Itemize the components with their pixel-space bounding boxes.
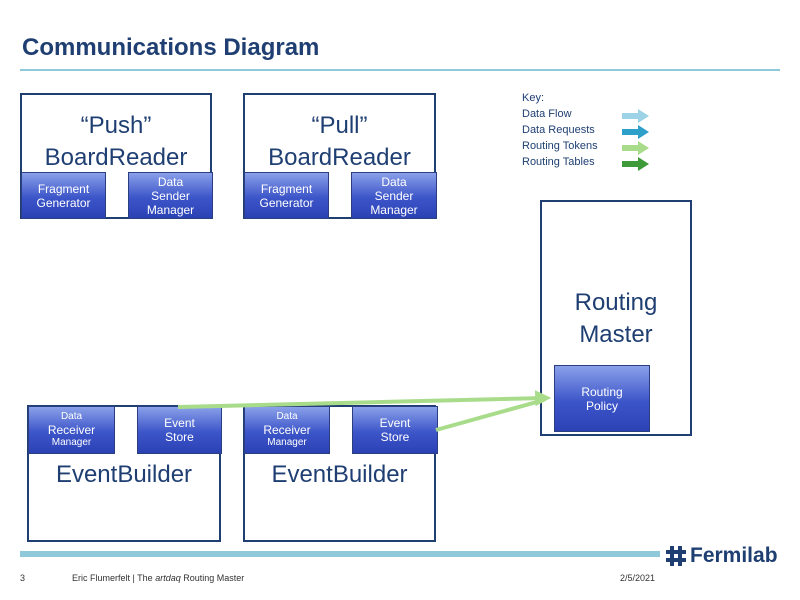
footer-author: Eric Flumerfelt | The: [72, 573, 156, 583]
footer-credit: Eric Flumerfelt | The artdaq Routing Mas…: [72, 573, 244, 583]
pull-data-sender-manager-line3: Manager: [370, 202, 418, 217]
fermilab-mark-icon: [666, 546, 686, 566]
pull-boardreader-box: “Pull” BoardReader Fragment Generator Da…: [243, 93, 437, 219]
push-fragment-generator: Fragment Generator: [21, 172, 106, 219]
push-boardreader-title-line2: BoardReader: [44, 144, 188, 171]
push-data-sender-manager-line3: Manager: [146, 202, 195, 217]
key-arrow-data-requests-icon: [622, 125, 649, 139]
eventbuilder-1-drm-line1: Data: [60, 411, 83, 422]
pull-boardreader-title-line1: “Pull”: [311, 112, 368, 139]
routing-policy: Routing Policy: [554, 365, 650, 432]
key-label-data-flow: Data Flow: [522, 108, 572, 120]
eventbuilder-1-event-store-line1: Event: [164, 416, 195, 430]
pull-fragment-generator: Fragment Generator: [244, 172, 329, 219]
footer-divider: [20, 551, 660, 557]
eventbuilder-2-drm-line1: Data: [276, 411, 298, 422]
routing-policy-line1: Routing: [581, 384, 623, 399]
routing-master-title-line1: Routing: [574, 289, 658, 316]
footer-page-number: 3: [20, 573, 26, 583]
routing-master-title-line2: Master: [579, 321, 653, 348]
eventbuilder-2-event-store: Event Store: [352, 406, 438, 454]
key-arrow-routing-tables-icon: [622, 157, 649, 171]
eventbuilder-2-box: Data Receiver Manager Event Store EventB…: [243, 405, 438, 542]
push-fragment-generator-line1: Fragment: [37, 181, 90, 196]
routing-master-box: Routing Master Routing Policy: [540, 200, 692, 436]
fermilab-logo-text: Fermilab: [690, 544, 778, 567]
key-label-routing-tokens: Routing Tokens: [522, 140, 598, 152]
eventbuilder-1-drm-line2: Receiver: [47, 423, 96, 437]
key-label-data-requests: Data Requests: [522, 124, 595, 136]
eventbuilder-2-drm-line3: Manager: [267, 437, 307, 448]
pull-data-sender-manager: Data Sender Manager: [351, 172, 437, 219]
token-arrow-eventbuilder-1: [177, 390, 552, 409]
title-divider: [20, 69, 780, 71]
eventbuilder-2-event-store-line2: Store: [380, 430, 410, 444]
pull-data-sender-manager-line2: Sender: [374, 188, 414, 203]
footer-rest: Routing Master: [180, 573, 245, 583]
eventbuilder-1-box: Data Receiver Manager Event Store EventB…: [27, 405, 222, 542]
key-heading: Key:: [522, 92, 545, 104]
fermilab-logo: Fermilab: [666, 544, 778, 568]
pull-boardreader-title-line2: BoardReader: [268, 144, 411, 171]
pull-fragment-generator-line1: Fragment: [260, 181, 313, 196]
page-title: Communications Diagram: [22, 34, 320, 61]
eventbuilder-1-data-receiver-manager: Data Receiver Manager: [28, 406, 115, 454]
eventbuilder-1-drm-line3: Manager: [51, 437, 92, 448]
push-fragment-generator-line2: Generator: [36, 195, 91, 210]
push-data-sender-manager-line1: Data: [157, 174, 184, 189]
eventbuilder-1-event-store-line2: Store: [165, 430, 194, 444]
eventbuilder-2-drm-line2: Receiver: [263, 423, 311, 437]
footer-artdaq: artdaq: [155, 573, 181, 583]
pull-data-sender-manager-line1: Data: [381, 174, 407, 189]
routing-policy-line2: Policy: [585, 398, 618, 413]
push-boardreader-title-line1: “Push”: [80, 112, 152, 139]
key-arrow-data-flow-icon: [622, 109, 649, 123]
push-data-sender-manager: Data Sender Manager: [128, 172, 213, 219]
key-label-routing-tables: Routing Tables: [522, 156, 595, 168]
token-arrow-eventbuilder-2: [435, 398, 545, 432]
eventbuilder-1-event-store: Event Store: [137, 406, 222, 454]
eventbuilder-1-title: EventBuilder: [55, 461, 193, 488]
push-boardreader-box: “Push” BoardReader Fragment Generator Da…: [20, 93, 213, 219]
eventbuilder-2-title: EventBuilder: [271, 461, 408, 488]
footer-date: 2/5/2021: [620, 573, 656, 583]
eventbuilder-2-event-store-line1: Event: [379, 416, 411, 430]
key-arrow-routing-tokens-icon: [622, 141, 649, 155]
push-data-sender-manager-line2: Sender: [151, 188, 190, 203]
eventbuilder-2-data-receiver-manager: Data Receiver Manager: [244, 406, 330, 454]
pull-fragment-generator-line2: Generator: [259, 195, 314, 210]
